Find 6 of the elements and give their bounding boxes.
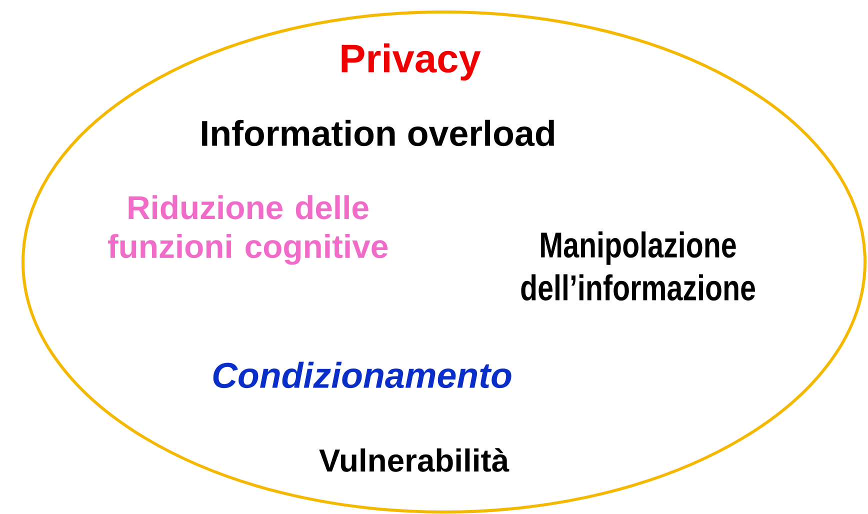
text-label: Privacy xyxy=(342,43,481,81)
text-label: Condizionamento xyxy=(213,362,512,388)
text-label: Vulnerabilità xyxy=(319,448,510,472)
text-label: Information overload xyxy=(202,120,554,146)
text-label: Riduzione delle funzioni cognitive xyxy=(108,195,388,265)
text-label: Manipolazione dell’informazione xyxy=(521,231,755,301)
